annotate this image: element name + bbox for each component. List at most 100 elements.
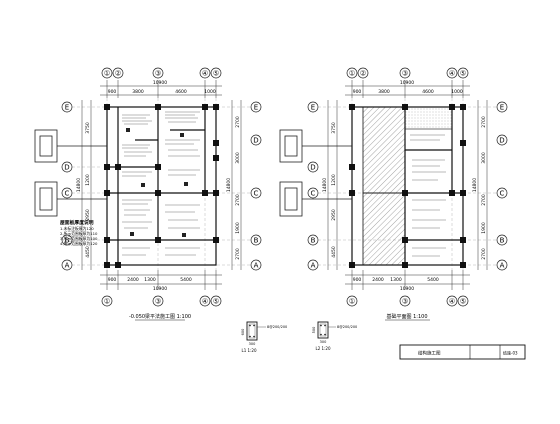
- right-annex: [279, 129, 352, 217]
- title-block-sheet: 结施-03: [503, 350, 518, 356]
- left-note: 屋面板厚度说明 1.未标注板厚为120 2.所示范围板厚为110 3.所示范围板…: [60, 219, 98, 246]
- left-annex: [34, 129, 107, 217]
- axis-label: ②: [115, 70, 121, 78]
- dim-label: 3750: [331, 122, 337, 134]
- right-bottom-dimensions: [345, 270, 470, 290]
- dim-label: 1300: [144, 277, 156, 283]
- detail-dim: 300: [320, 340, 327, 344]
- detail-height: 600: [241, 329, 245, 336]
- axis-label: D: [310, 164, 315, 172]
- axis-label: D: [64, 164, 69, 172]
- title-block-name: 结构施工图: [418, 350, 441, 357]
- detail-label: L2 1:20: [315, 346, 330, 351]
- dim-label: 3750: [85, 122, 91, 134]
- axis-label: C: [254, 190, 259, 198]
- right-annotations: [410, 134, 446, 257]
- dim-total: 14800: [226, 178, 232, 192]
- axis-label: ①: [349, 298, 355, 306]
- axis-label: ②: [360, 70, 366, 78]
- dim-label: 5400: [180, 277, 192, 283]
- axis-label: B: [311, 237, 316, 245]
- left-walls: [106, 106, 217, 266]
- dim-label: 2700: [481, 194, 487, 206]
- axis-label: ④: [202, 298, 208, 306]
- dim-label: 900: [108, 89, 117, 95]
- dim-label: 3000: [481, 152, 487, 164]
- axis-label: A: [500, 262, 505, 270]
- axis-label: ⑤: [460, 70, 466, 78]
- axis-label: ⑤: [213, 70, 219, 78]
- right-top-dimensions: [345, 80, 470, 98]
- dim-label: 4450: [85, 246, 91, 258]
- left-top-axis-bubbles: ① ② ③ ④ ⑤: [101, 67, 222, 79]
- detail-note: 8@200/200: [337, 325, 357, 329]
- axis-label: ①: [104, 298, 110, 306]
- axis-label: ④: [449, 298, 455, 306]
- axis-label: B: [500, 237, 505, 245]
- left-rebar-annotations: [122, 111, 200, 256]
- axis-label: E: [65, 104, 69, 112]
- detail-label: L1 1:20: [241, 348, 256, 353]
- axis-label: ③: [155, 298, 161, 306]
- dim-label: 2400: [372, 277, 384, 283]
- axis-label: B: [65, 237, 70, 245]
- title-block: 结构施工图 结施-03: [399, 344, 526, 360]
- dim-label: 2950: [331, 209, 337, 221]
- axis-label: E: [311, 104, 315, 112]
- right-bottom-axis-bubbles: ① ③ ④ ⑤: [346, 295, 469, 307]
- left-columns: [104, 104, 219, 268]
- axis-label: ①: [349, 70, 355, 78]
- left-bottom-dimensions: [100, 270, 222, 290]
- axis-label: E: [500, 104, 504, 112]
- left-side-axis-bubbles-right: E D C B A: [250, 101, 262, 271]
- dim-label: 900: [353, 89, 362, 95]
- dim-label: 2700: [235, 116, 241, 128]
- axis-label: ③: [155, 70, 161, 78]
- left-floor-plan: ① ② ③ ④ ⑤ 900 3800 4600 1000 10900: [34, 67, 262, 321]
- axis-label: C: [500, 190, 505, 198]
- axis-label: E: [254, 104, 258, 112]
- right-side-dimensions: [327, 100, 488, 270]
- axis-label: A: [311, 262, 316, 270]
- dim-total: 10900: [400, 80, 414, 86]
- dim-label: 2700: [235, 248, 241, 260]
- dim-label: 2400: [127, 277, 139, 283]
- dim-label: 4600: [175, 89, 187, 95]
- note-line: 1.未标注板厚为120: [60, 226, 94, 231]
- dim-label: 3800: [132, 89, 144, 95]
- left-top-dimensions: [100, 80, 222, 98]
- dim-total: 10900: [153, 286, 167, 292]
- dim-total: 14800: [322, 178, 328, 192]
- dim-label: 900: [108, 277, 117, 283]
- dim-total: 14800: [76, 178, 82, 192]
- note-line: 3.所示范围板厚为100: [60, 236, 98, 241]
- axis-label: D: [499, 137, 504, 145]
- axis-label: ④: [202, 70, 208, 78]
- axis-label: C: [65, 190, 70, 198]
- dim-total: 10900: [400, 286, 414, 292]
- dim-label: 1900: [235, 222, 241, 234]
- dim-label: 2700: [481, 116, 487, 128]
- dim-total: 10900: [153, 80, 167, 86]
- detail-height: 500: [312, 327, 316, 334]
- axis-label: ⑤: [213, 298, 219, 306]
- axis-label: A: [65, 262, 70, 270]
- dim-label: 1900: [481, 222, 487, 234]
- axis-label: A: [254, 262, 259, 270]
- detail-dim: 300: [249, 342, 256, 346]
- left-bottom-axis-bubbles: ① ③ ④ ⑤: [101, 295, 222, 307]
- plan-caption: -0.050梁平法施工图 1:100: [129, 313, 191, 320]
- left-small-marks: [126, 128, 188, 237]
- right-side-axis-bubbles-left: E D C B A: [307, 101, 319, 271]
- right-foundation-plan: ① ② ③ ④ ⑤ 900 3800 4600 1000 10900 E: [279, 67, 508, 321]
- dim-label: 1000: [451, 89, 463, 95]
- plan-caption: 基础平面图 1:100: [387, 313, 428, 320]
- axis-label: ①: [104, 70, 110, 78]
- note-title: 屋面板厚度说明: [60, 219, 94, 226]
- axis-label: ③: [402, 70, 408, 78]
- axis-label: ⑤: [460, 298, 466, 306]
- detail-note: 8@200/200: [267, 325, 287, 329]
- left-axis-grid: [72, 98, 251, 270]
